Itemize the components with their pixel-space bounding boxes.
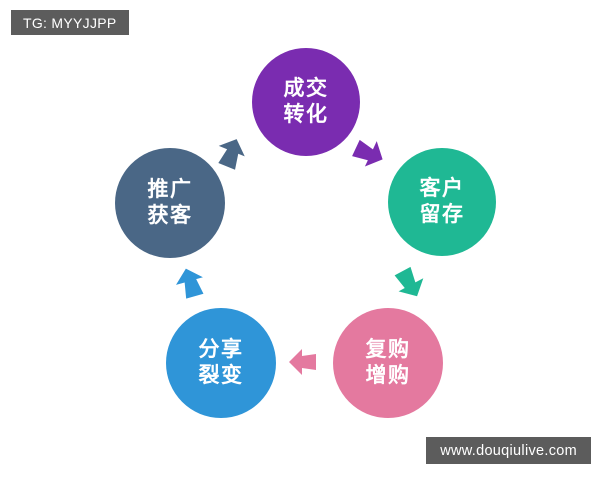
cycle-node-conversion-line2: 转化 [283,102,329,126]
cycle-node-acquisition[interactable]: 推广 获客 [115,148,225,258]
arrow-conversion-to-retention-icon [346,130,391,175]
cycle-node-sharing[interactable]: 分享 裂变 [166,308,276,418]
cycle-node-retention[interactable]: 客户 留存 [388,148,496,256]
cycle-node-repurchase-line2: 增购 [365,363,411,387]
cycle-node-sharing-line1: 分享 [198,337,244,362]
arrow-sharing-to-acquisition-icon [169,262,211,304]
cycle-node-acquisition-line2: 获客 [147,203,193,227]
arrow-retention-to-repurchase-icon [387,260,433,306]
tag-watermark-badge: TG: MYYJJPP [11,10,129,35]
cycle-node-sharing-line2: 裂变 [198,363,244,387]
cycle-node-conversion[interactable]: 成交 转化 [252,48,360,156]
arrow-acquisition-to-conversion-icon [209,131,253,175]
cycle-node-conversion-line1: 成交 [283,76,329,101]
site-watermark-badge: www.douqiulive.com [426,437,591,464]
cycle-node-repurchase[interactable]: 复购 增购 [333,308,443,418]
cycle-node-acquisition-line1: 推广 [147,177,193,202]
cycle-node-retention-line1: 客户 [419,176,465,201]
cycle-node-repurchase-line1: 复购 [365,337,411,362]
cycle-node-retention-line2: 留存 [419,202,465,226]
arrow-repurchase-to-sharing-icon [286,345,320,379]
